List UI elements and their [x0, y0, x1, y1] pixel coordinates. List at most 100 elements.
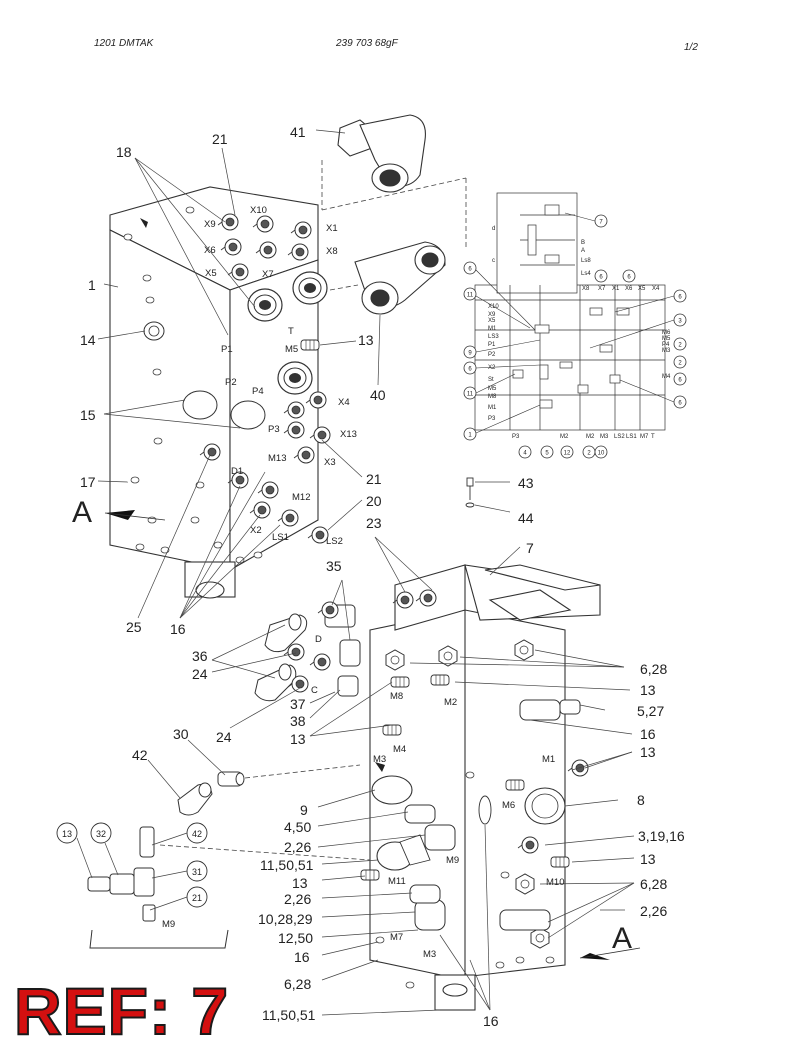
svg-text:P4: P4 — [252, 386, 264, 397]
fitting-30 — [217, 771, 245, 787]
callout-16-b: 16 — [640, 726, 656, 742]
svg-text:M3: M3 — [423, 949, 436, 960]
svg-text:M6: M6 — [502, 800, 515, 811]
callout-13-d: 13 — [640, 744, 656, 760]
svg-text:M2: M2 — [444, 697, 457, 708]
callout-2-26-b: 2,26 — [284, 839, 311, 855]
callout-1: 1 — [88, 277, 96, 293]
callout-24-b: 24 — [216, 729, 232, 745]
elbow-fitting-41 — [337, 114, 426, 193]
svg-text:13: 13 — [62, 829, 72, 839]
schematic-top-port: X8 — [582, 286, 590, 292]
schematic-bottom-port: M2 — [586, 434, 595, 440]
svg-text:M7: M7 — [390, 932, 403, 943]
svg-text:D: D — [315, 634, 322, 645]
callout-13: 13 — [358, 332, 374, 348]
callout-2-26: 2,26 — [640, 903, 667, 919]
svg-text:M5: M5 — [285, 344, 298, 355]
callout-4-50: 4,50 — [284, 819, 311, 835]
schematic-upper-port: Ls4 — [581, 271, 591, 277]
callout-9: 9 — [300, 802, 308, 818]
svg-text:M9: M9 — [446, 855, 459, 866]
schematic-circle-label: 4 — [523, 451, 527, 457]
schematic-right-port: M6 — [662, 330, 671, 336]
callout-8: 8 — [637, 792, 645, 808]
svg-text:32: 32 — [96, 829, 106, 839]
callout-35: 35 — [326, 558, 342, 574]
schematic-upper-port: Ls8 — [581, 258, 591, 264]
schematic-top-port: X6 — [625, 286, 633, 292]
callout-30: 30 — [173, 726, 189, 742]
callout-44: 44 — [518, 510, 534, 526]
callout-13-e: 13 — [640, 851, 656, 867]
schematic-left-port: X10 — [488, 304, 499, 310]
schematic-left-port: X9 — [488, 312, 496, 318]
header-center: 239 703 68gF — [336, 38, 398, 49]
schematic-side-label: c — [492, 258, 495, 264]
callout-7: 7 — [526, 540, 534, 556]
schematic-circle-label: 3 — [678, 319, 682, 325]
schematic-right-port: M4 — [662, 374, 671, 380]
schematic-bottom-port: M2 — [560, 434, 569, 440]
callout-24: 24 — [192, 666, 208, 682]
schematic-left-port: X2 — [488, 365, 496, 371]
schematic-bottom-port: P3 — [512, 434, 520, 440]
callout-14: 14 — [80, 332, 96, 348]
callout-11-50-51-b: 11,50,51 — [262, 1007, 316, 1023]
schematic-left-port: P3 — [488, 416, 496, 422]
svg-text:21: 21 — [192, 893, 202, 903]
schematic-top-port: X1 — [612, 286, 620, 292]
callout-36: 36 — [192, 648, 208, 664]
schematic-circle-label: 6 — [627, 275, 631, 281]
callout-43: 43 — [518, 475, 534, 491]
svg-text:M8: M8 — [390, 691, 403, 702]
callout-25: 25 — [126, 619, 142, 635]
schematic-bottom-port: LS2 — [614, 434, 625, 440]
detail-circle-labels: 13 32 42 31 21 — [62, 829, 202, 903]
leader-lines — [76, 129, 635, 1016]
svg-text:A: A — [612, 922, 632, 955]
schematic-left-port: M8 — [488, 394, 497, 400]
screw-43 — [465, 477, 475, 508]
schematic-left-port: LS3 — [488, 334, 499, 340]
schematic-circle-label: 6 — [678, 401, 682, 407]
schematic-left-port: M5 — [488, 386, 497, 392]
schematic-left-port: St — [488, 377, 494, 383]
svg-text:X13: X13 — [340, 429, 357, 440]
svg-text:X5: X5 — [205, 268, 217, 279]
schematic-right-port: M3 — [662, 348, 671, 354]
callout-labels: 41 21 18 1 14 15 17 13 40 21 20 23 25 16… — [80, 124, 685, 1029]
schematic-circle-label: 5 — [545, 451, 549, 457]
dashed-connectors-top — [321, 160, 467, 291]
valve-block-1 — [109, 186, 319, 599]
svg-text:C: C — [311, 685, 318, 696]
schematic-circle-label: 6 — [678, 295, 682, 301]
svg-text:31: 31 — [192, 867, 202, 877]
svg-text:P1: P1 — [221, 344, 233, 355]
schematic-top-port: X7 — [598, 286, 606, 292]
schematic-left-port: X5 — [488, 318, 496, 324]
schematic-right-port: M5 — [662, 336, 671, 342]
schematic-circle-label: 11 — [467, 293, 474, 299]
svg-text:P3: P3 — [268, 424, 280, 435]
callout-11-50-51: 11,50,51 — [260, 857, 314, 873]
schematic-circle-label: 6 — [678, 378, 682, 384]
schematic-left-port: P2 — [488, 352, 496, 358]
callout-13-b: 13 — [290, 731, 306, 747]
callout-38: 38 — [290, 713, 306, 729]
svg-text:M4: M4 — [393, 744, 406, 755]
svg-text:T: T — [288, 326, 294, 337]
svg-text:LS2: LS2 — [326, 536, 343, 547]
svg-text:X3: X3 — [324, 457, 336, 468]
svg-text:X2: X2 — [250, 525, 262, 536]
schematic-upper-port: A — [581, 248, 585, 254]
svg-text:M3: M3 — [373, 754, 386, 765]
detail-circles — [56, 822, 208, 908]
callout-18: 18 — [116, 144, 132, 160]
schematic-bottom-port: M7 — [640, 434, 649, 440]
callout-40: 40 — [370, 387, 386, 403]
schematic-side-label: d — [492, 226, 495, 232]
schematic-circle-label: 12 — [564, 451, 571, 457]
svg-text:M12: M12 — [292, 492, 310, 503]
